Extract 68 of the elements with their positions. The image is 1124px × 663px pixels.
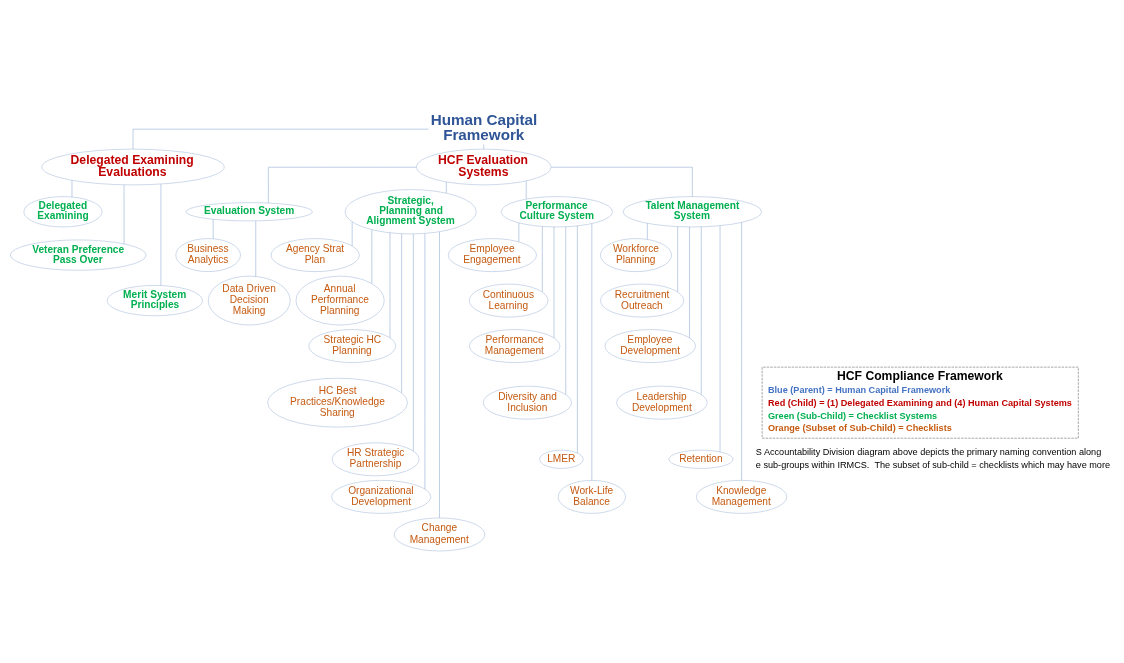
node-ellipse: Data Driven Decision Making [208,275,291,325]
node-ellipse: Employee Engagement [448,237,537,272]
connector [741,221,742,480]
node-ellipse: Workforce Planning [600,237,672,272]
node-ellipse: Veteran Preference Pass Over [10,239,147,271]
node-ellipse: Strategic HC Planning [308,328,396,363]
connector [132,128,429,149]
connector [553,226,555,338]
connector [565,226,566,395]
connector [525,180,527,199]
legend-label: Green (Sub-Child) = Checklist Systems [767,410,938,421]
node-ellipse: Change Management [394,517,486,551]
node-ellipse: Agency Strat Plan [270,237,360,272]
node-ellipse: LMER [539,449,584,469]
node-ellipse: Delegated Examining Evaluations [41,148,225,185]
label: S Accountability Division diagram above depicts the primary naming convention along [755,446,1102,457]
connector [542,225,543,292]
connector [71,179,73,197]
connector [413,233,414,451]
connector [591,222,593,481]
node-ellipse: HCF Evaluation Systems [416,148,552,185]
node-ellipse: Evaluation System [185,201,313,221]
node-ellipse: Employee Development [604,328,696,363]
connector [371,229,373,284]
connector [268,166,417,203]
connector [389,232,391,338]
connector [719,224,721,452]
node-ellipse: Strategic, Planning and Alignment System [344,188,477,234]
node-ellipse: Talent Management System [622,195,762,227]
node-ellipse: Annual Performance Planning [295,275,385,325]
connector [577,225,578,453]
node-ellipse: Retention [668,449,734,469]
connector [551,166,693,197]
node-ellipse: Performance Management [469,328,561,363]
node-ellipse: Recruitment Outreach [600,283,684,317]
connector [160,183,162,286]
connector [351,221,353,246]
connector [518,222,520,242]
node-ellipse: Continuous Learning [469,283,549,317]
connector [647,222,648,240]
node-ellipse: Performance Culture System [500,195,613,227]
node-ellipse: Business Analytics [175,237,241,272]
legend-label: Red (Child) = (1) Delegated Examining and (4) Human Capital Systems [767,397,1072,408]
node-ellipse: Organizational Development [331,479,432,514]
connector [446,181,447,193]
node-ellipse: HC Best Practices/Knowledge Sharing [267,377,408,427]
legend-label: Blue (Parent) = Human Capital Framework [767,384,951,395]
connector [123,184,125,244]
label: HCF Compliance Framework [837,368,1003,383]
connector [439,231,440,518]
connector [212,218,214,239]
node-ellipse: Knowledge Management [696,479,788,514]
connector [401,233,402,393]
connector [483,143,484,149]
node-text: Human Capital Framework [430,110,538,143]
node-ellipse: HR Strategic Partnership [331,442,420,476]
node-ellipse: Diversity and Inclusion [483,385,572,419]
label: e sub-groups within IRMCS. The subset of sub-child = checklists which may have more [755,459,1111,470]
connector [424,232,426,489]
connector [677,225,678,292]
connector [689,226,690,338]
node-ellipse: Work-Life Balance [557,479,626,514]
legend-label: Orange (Subset of Sub-Child) = Checklists [767,422,952,433]
connector [255,220,257,277]
node-ellipse: Delegated Examining [23,195,103,227]
connector [701,226,702,395]
node-ellipse: Merit System Principles [106,284,203,316]
node-ellipse: Leadership Development [616,385,708,419]
